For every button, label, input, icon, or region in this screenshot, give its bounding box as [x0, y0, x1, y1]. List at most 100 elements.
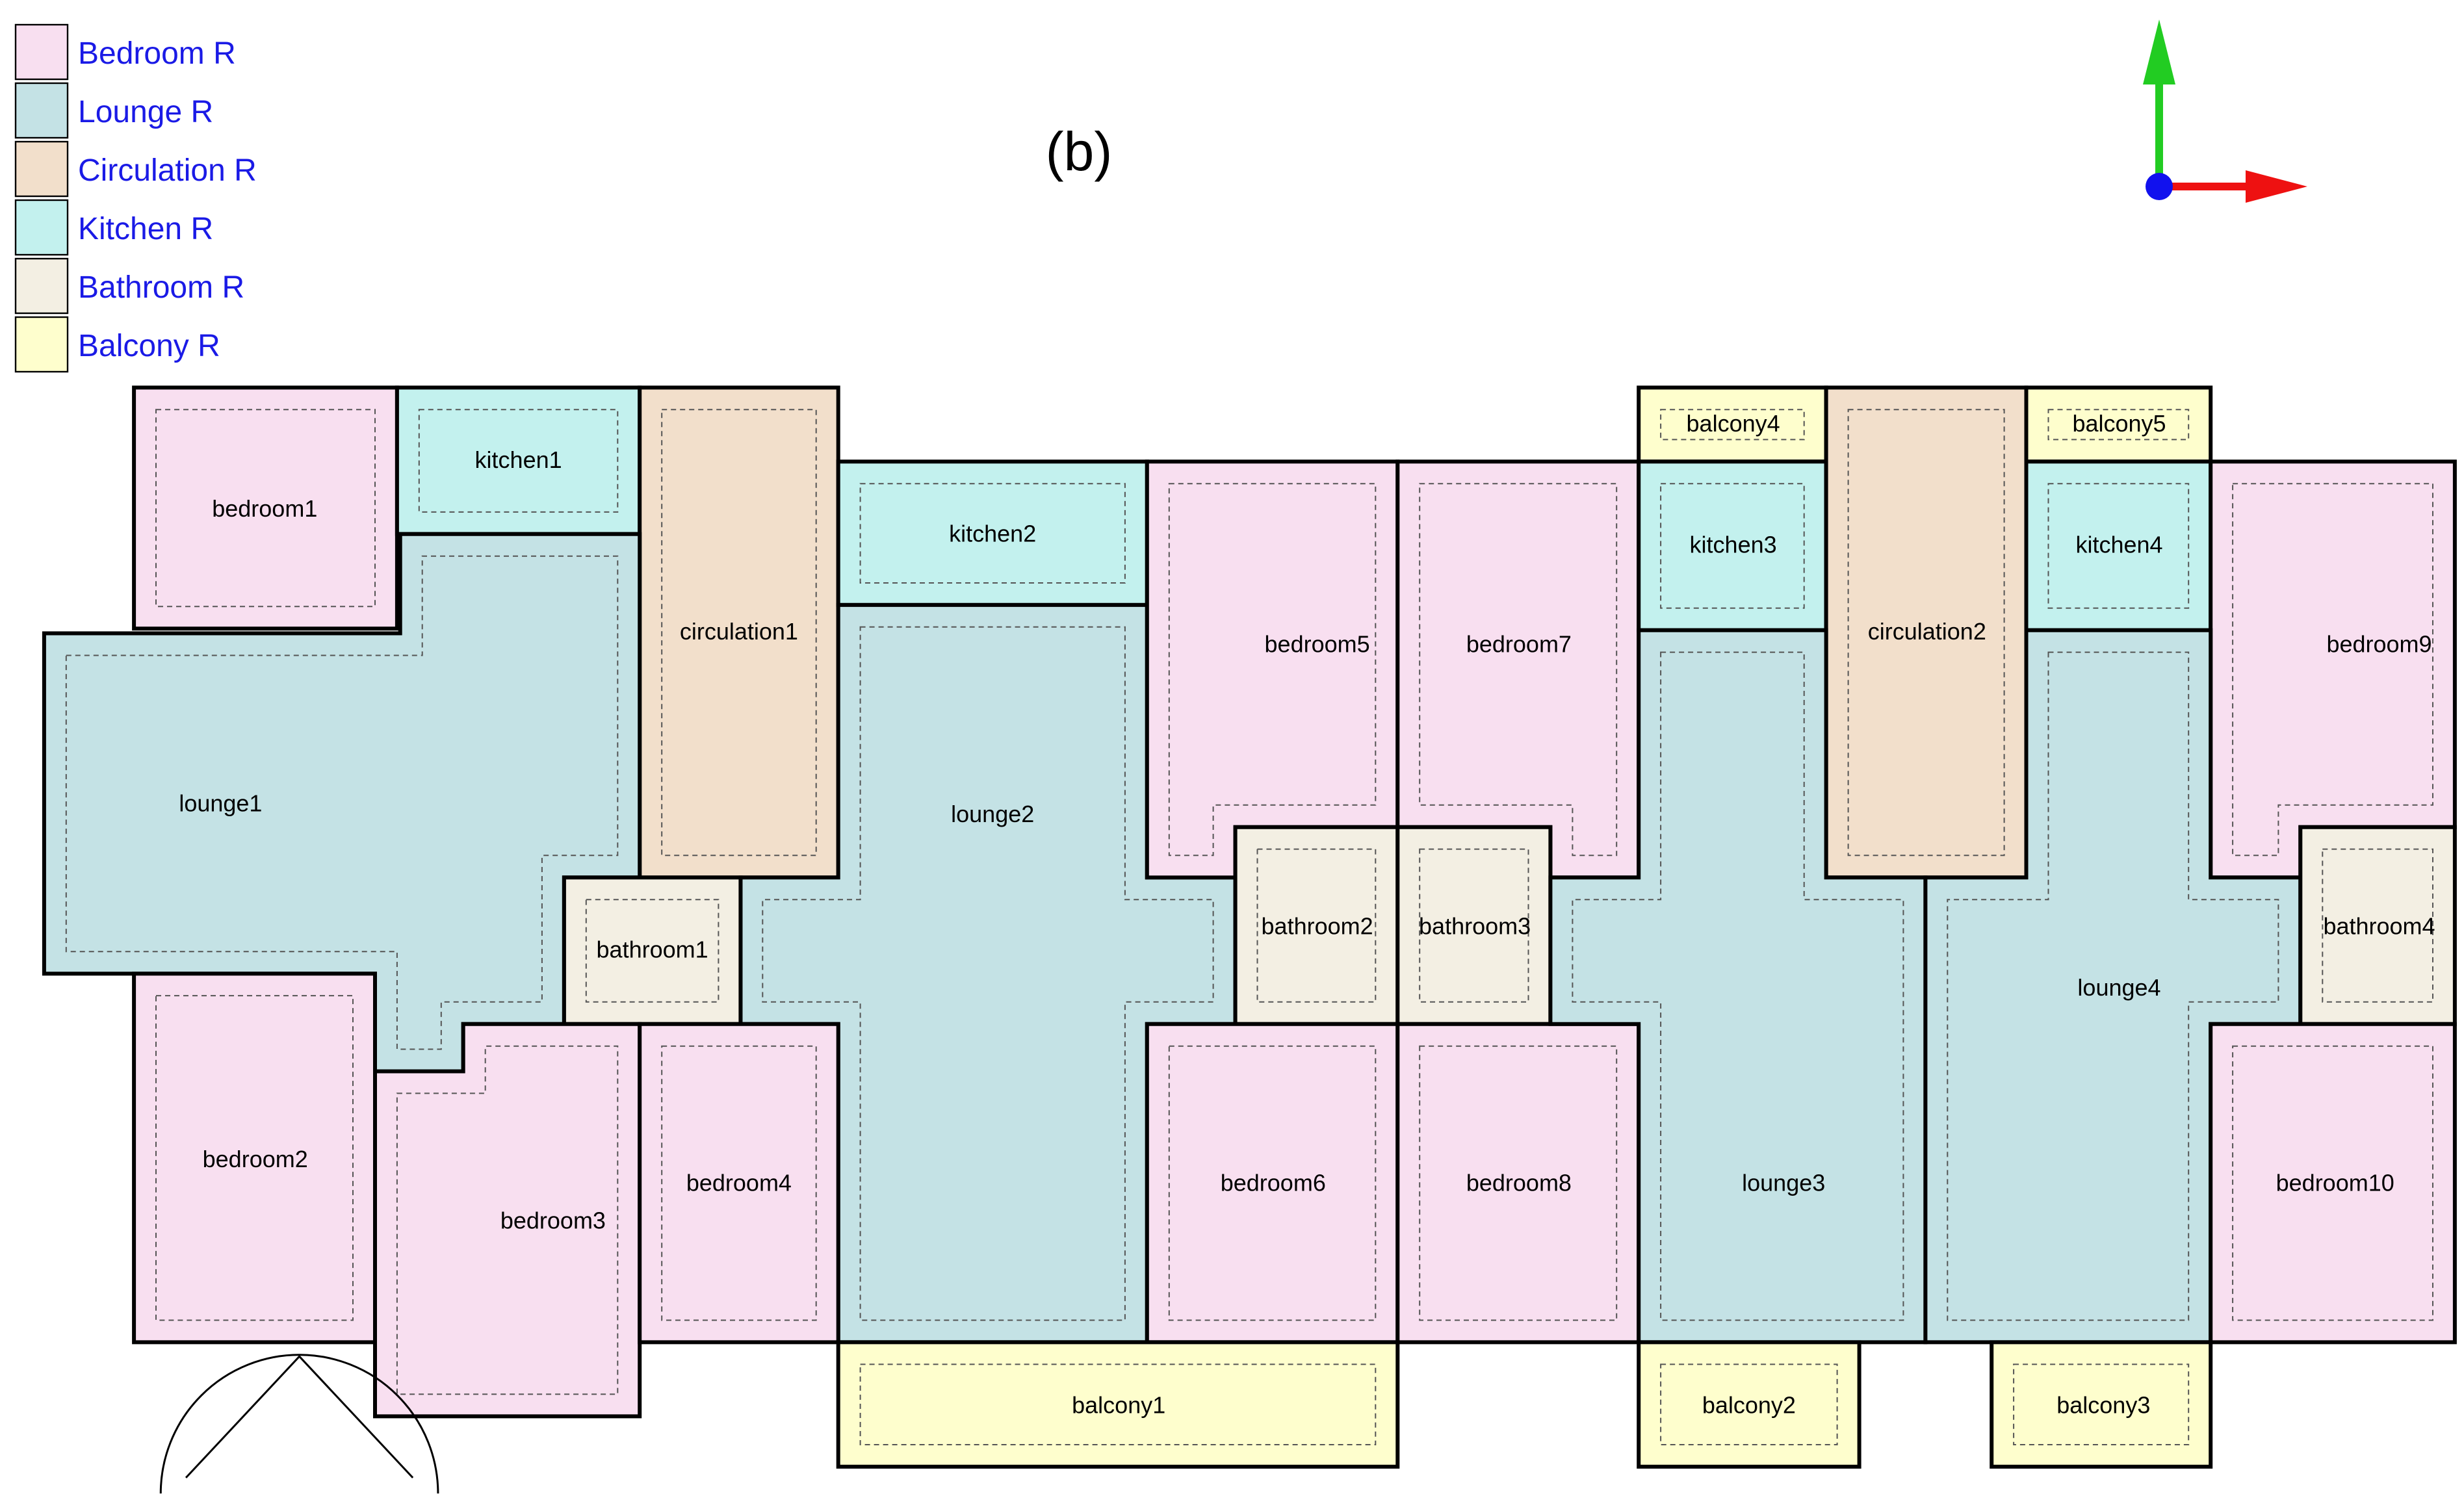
room-shape-bedroom10 — [2209, 1022, 2457, 1345]
room-inner-outline-bedroom1 — [155, 409, 376, 608]
room-label-balcony3: balcony3 — [2056, 1391, 2150, 1418]
room-inner-outline-bedroom8 — [1419, 1045, 1618, 1321]
room-inner-outline-kitchen1 — [418, 409, 619, 513]
room-label-bathroom4: bathroom4 — [2323, 912, 2435, 939]
legend-item-bedroom: Bedroom R — [14, 23, 236, 81]
room-labels: bedroom1 kitchen1 circulation1 kitchen2 loun… — [179, 410, 2435, 1418]
legend-swatch-bedroom — [14, 23, 69, 81]
entrance-arrow — [185, 1355, 414, 1478]
room-label-bathroom2: bathroom2 — [1262, 912, 1373, 939]
room-label-lounge3: lounge3 — [1742, 1170, 1825, 1196]
room-label-balcony5: balcony5 — [2072, 410, 2166, 437]
room-label-balcony2: balcony2 — [1702, 1391, 1796, 1418]
y-axis-arrow-head — [2143, 19, 2175, 84]
room-label-bedroom6: bedroom6 — [1221, 1170, 1326, 1196]
legend-item-balcony: Balcony R — [14, 316, 220, 373]
legend-label-bathroom: Bathroom R — [78, 270, 244, 305]
room-shape-bedroom1 — [132, 385, 399, 631]
room-shape-balcony2 — [1637, 1340, 1861, 1469]
room-label-kitchen4: kitchen4 — [2075, 532, 2162, 558]
room-shape-balcony1 — [836, 1340, 1400, 1469]
room-inner-outline-bedroom7 — [1419, 483, 1618, 857]
room-label-bedroom3: bedroom3 — [500, 1207, 606, 1234]
room-shape-balcony3 — [1990, 1340, 2213, 1469]
room-inner-outline-circulation1 — [661, 409, 817, 857]
room-label-circulation1: circulation1 — [680, 618, 798, 645]
room-label-circulation2: circulation2 — [1868, 618, 1986, 645]
legend-swatch-bathroom — [14, 257, 69, 315]
room-label-kitchen1: kitchen1 — [475, 446, 562, 473]
room-label-bedroom1: bedroom1 — [212, 495, 317, 522]
room-balcony1 — [836, 1340, 1400, 1469]
legend-label-balcony: Balcony R — [78, 329, 220, 363]
room-inner-outline-bedroom2 — [155, 995, 354, 1321]
room-inner-outline-bedroom5 — [1168, 483, 1377, 857]
axis-origin-dot — [2146, 173, 2173, 200]
room-label-bathroom1: bathroom1 — [597, 936, 708, 963]
room-inner-outline-bathroom4 — [2322, 848, 2433, 1003]
legend-label-circulation: Circulation R — [78, 153, 257, 188]
room-inner-outline-bathroom2 — [1256, 848, 1377, 1003]
legend: Bedroom R Lounge R Circulation R Kitchen R B… — [14, 23, 257, 373]
legend-swatch-balcony — [14, 316, 69, 373]
room-bedroom5 — [1145, 459, 1400, 880]
room-label-bathroom3: bathroom3 — [1419, 912, 1531, 939]
room-shape-bedroom7 — [1395, 459, 1641, 880]
legend-label-lounge: Lounge R — [78, 95, 213, 129]
room-label-kitchen3: kitchen3 — [1690, 532, 1777, 558]
room-balcony3 — [1990, 1340, 2213, 1469]
room-label-kitchen2: kitchen2 — [949, 521, 1036, 547]
room-label-lounge2: lounge2 — [951, 801, 1034, 827]
room-label-balcony1: balcony1 — [1072, 1391, 1165, 1418]
legend-item-lounge: Lounge R — [14, 82, 213, 139]
legend-swatch-circulation — [14, 140, 69, 198]
entrance-arc — [159, 1354, 439, 1494]
room-label-bedroom5: bedroom5 — [1265, 630, 1370, 657]
room-inner-outline-kitchen2 — [859, 483, 1126, 584]
room-bedroom10 — [2209, 1022, 2457, 1345]
legend-item-kitchen: Kitchen R — [14, 199, 213, 256]
legend-swatch-kitchen — [14, 199, 69, 256]
room-inner-outline-lounge4 — [1947, 651, 2279, 1321]
room-label-bedroom10: bedroom10 — [2276, 1170, 2394, 1196]
legend-swatch-lounge — [14, 82, 69, 139]
room-inner-outline-bathroom3 — [1419, 848, 1529, 1003]
figure-label: (b) — [1046, 121, 1113, 182]
x-axis-arrow-head — [2246, 170, 2307, 203]
room-label-bedroom9: bedroom9 — [2326, 630, 2432, 657]
room-bedroom1 — [132, 385, 399, 631]
room-inner-outline-balcony5 — [2047, 409, 2190, 441]
room-label-bedroom4: bedroom4 — [686, 1170, 792, 1196]
room-inner-outline-lounge2 — [762, 626, 1214, 1321]
room-label-bedroom7: bedroom7 — [1466, 630, 1572, 657]
room-bedroom9 — [2209, 459, 2457, 880]
room-shape-bedroom5 — [1145, 459, 1400, 880]
legend-label-kitchen: Kitchen R — [78, 212, 213, 246]
room-inner-outline-kitchen4 — [2047, 483, 2190, 609]
room-inner-outline-balcony2 — [1660, 1363, 1838, 1445]
rooms — [42, 385, 2457, 1469]
legend-item-bathroom: Bathroom R — [14, 257, 244, 315]
room-inner-outline-bathroom1 — [585, 899, 720, 1003]
legend-label-bedroom: Bedroom R — [78, 36, 236, 71]
room-inner-outline-bedroom6 — [1168, 1045, 1377, 1321]
room-label-balcony4: balcony4 — [1687, 410, 1780, 437]
room-balcony2 — [1637, 1340, 1861, 1469]
axis-indicator — [2143, 19, 2307, 203]
entrance-symbol — [159, 1354, 439, 1494]
room-inner-outline-lounge1 — [65, 555, 619, 1050]
room-shape-bedroom9 — [2209, 459, 2457, 880]
room-inner-outline-bedroom3 — [396, 1045, 619, 1395]
room-label-lounge1: lounge1 — [179, 790, 262, 816]
room-inner-outline-balcony4 — [1660, 409, 1805, 441]
legend-item-circulation: Circulation R — [14, 140, 257, 198]
room-inner-outline-bedroom10 — [2232, 1045, 2433, 1321]
room-label-bedroom2: bedroom2 — [203, 1146, 308, 1172]
room-inner-outline-bedroom4 — [661, 1045, 817, 1321]
room-inner-outline-balcony1 — [859, 1363, 1377, 1445]
room-label-lounge4: lounge4 — [2077, 974, 2160, 1001]
room-bedroom7 — [1395, 459, 1641, 880]
room-inner-outline-circulation2 — [1847, 409, 2005, 857]
room-inner-outline-balcony3 — [2013, 1363, 2190, 1445]
